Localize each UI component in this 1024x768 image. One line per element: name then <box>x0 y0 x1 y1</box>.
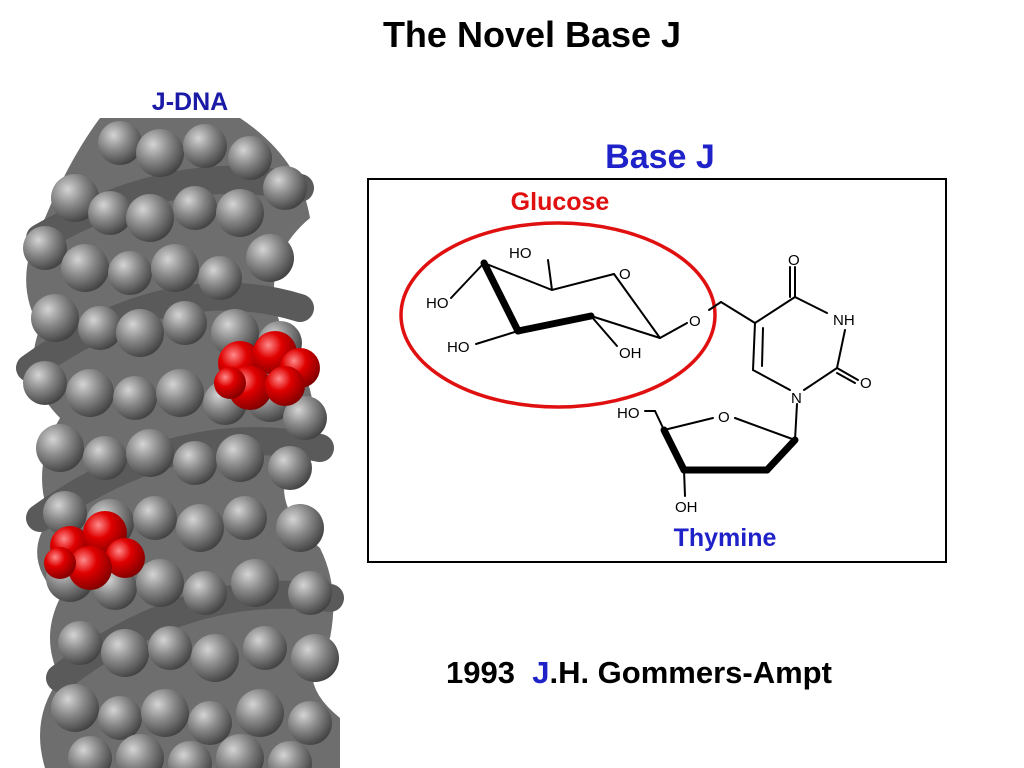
base-j-heading: Base J <box>605 138 715 176</box>
glucose-label: Glucose <box>510 188 610 216</box>
citation-initial-j: J <box>532 655 550 690</box>
glucose-highlight-ellipse <box>399 221 717 409</box>
glucose-modification-upper <box>214 331 320 410</box>
citation-year: 1993 <box>446 655 515 690</box>
thymine-label: Thymine <box>673 524 777 552</box>
dna-model-label: J-DNA <box>151 88 229 116</box>
slide-title: The Novel Base J <box>382 14 682 55</box>
citation: 1993 J.H. Gommers-Ampt <box>446 655 832 691</box>
base-j-structure: HO HO HO OH O O O NH O N HO O OH <box>399 221 872 516</box>
dna-space-filling-model <box>16 118 344 768</box>
atom-oh-sugar: OH <box>675 499 698 516</box>
atom-ho-bottom: HO <box>447 339 470 356</box>
uracil-ring <box>720 266 859 441</box>
glucose-ring <box>450 259 722 347</box>
atom-o-carbonyl-top: O <box>788 252 800 269</box>
atom-o-link: O <box>689 313 701 330</box>
deoxyribose-ring <box>644 410 799 497</box>
atom-ho-left: HO <box>426 295 449 312</box>
atom-o-sugar: O <box>718 409 730 426</box>
atom-o-ring: O <box>619 266 631 283</box>
atom-n-ring: N <box>791 390 802 407</box>
atom-ho-sugar: HO <box>617 405 640 422</box>
citation-author: .H. Gommers-Ampt <box>549 655 832 690</box>
atom-oh-ring: OH <box>619 345 642 362</box>
glucose-modification-lower <box>44 511 145 590</box>
atom-ho-top: HO <box>509 245 532 262</box>
atom-o-carbonyl-right: O <box>860 375 872 392</box>
atom-nh: NH <box>833 312 855 329</box>
